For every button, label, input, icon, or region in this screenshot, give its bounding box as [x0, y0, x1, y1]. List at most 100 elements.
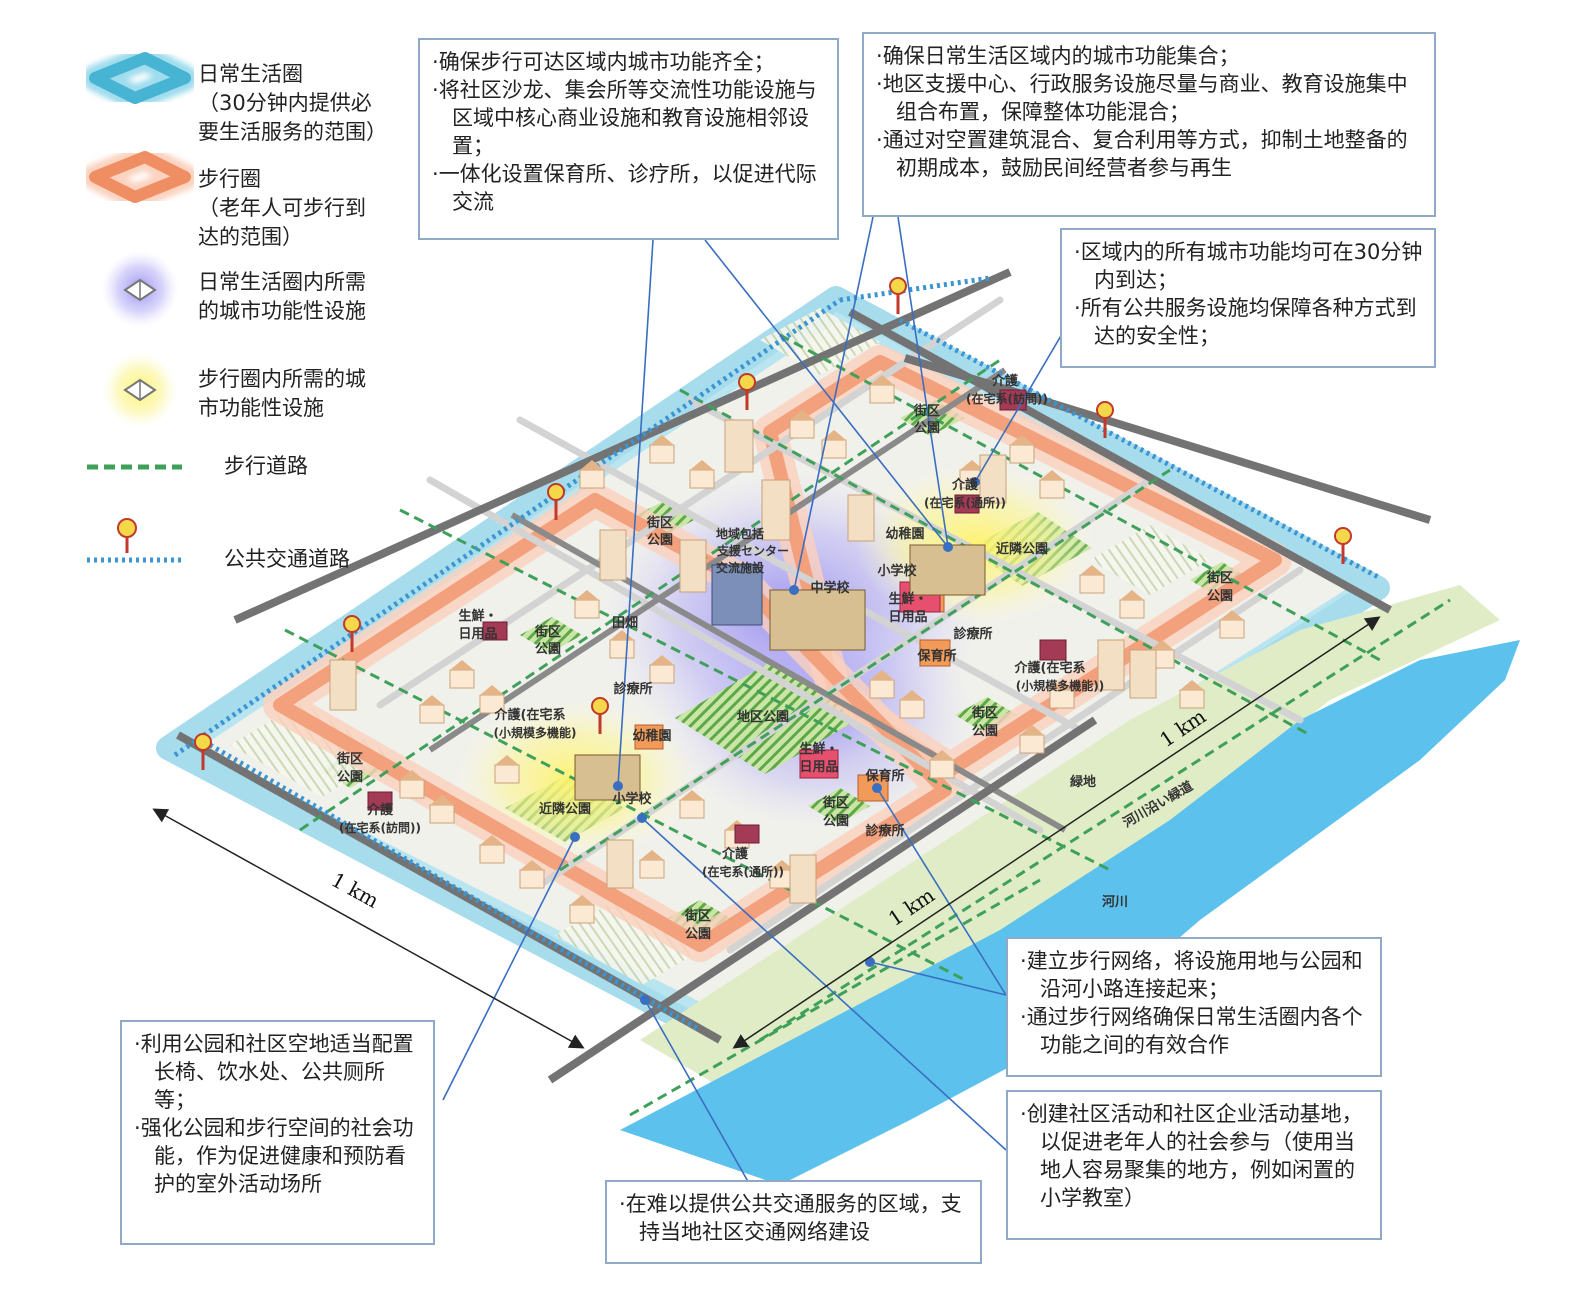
map-label: 保育所: [864, 768, 904, 784]
map-label: 地区公園: [737, 709, 789, 725]
map-label: 公園: [535, 641, 561, 657]
bus-stop-icon: [343, 615, 361, 652]
transit-road: [839, 275, 991, 303]
callout-community-activity: ·创建社区活动和社区企业活动基地，以促进老年人的社会参与（使用当地人容易聚集的地…: [1006, 1090, 1382, 1240]
farm-field: [1090, 525, 1210, 595]
callout-item: ·确保步行可达区域内城市功能齐全；: [432, 50, 775, 74]
legend-transit-road-symbol: [87, 518, 182, 563]
map-label: 中学校: [810, 580, 850, 596]
map-label: (在宅系(訪問)): [339, 820, 421, 835]
map-label: (小規模多機能): [494, 725, 577, 740]
legend-label-life-circle: 日常生活圈 （30分钟内提供必 要生活服务的范围）: [198, 62, 387, 144]
legend-label-transit-road: 公共交通道路: [224, 547, 350, 571]
bus-stop-icon: [547, 483, 565, 520]
callout-item: ·利用公园和社区空地适当配置长椅、饮水处、公共厕所等；: [134, 1032, 414, 1112]
leader-dot: [613, 781, 623, 791]
callout-30-minute-access: ·区域内的所有城市功能均可在30分钟内到达； ·所有公共服务设施均保障各种方式到…: [1060, 228, 1436, 368]
main-road: [428, 367, 1007, 753]
callout-item: ·强化公园和步行空间的社会功能，作为促进健康和预防看护的室外活动场所: [134, 1116, 414, 1196]
map-label: 生鮮・: [799, 741, 838, 757]
map-label: 街区: [913, 403, 940, 419]
leader-dot: [970, 477, 980, 487]
callout-item: ·通过对空置建筑混合、复合利用等方式，抑制土地整备的初期成本，鼓励民间经营者参与…: [876, 128, 1408, 180]
legend-walk-facility-symbol: [102, 352, 178, 428]
map-label: (在宅系(通所)): [924, 495, 1006, 510]
leader-dot: [640, 995, 650, 1005]
callout-item: ·一体化设置保育所、诊疗所，以促进代际交流: [432, 162, 817, 214]
callout-parks-open-space: ·利用公园和社区空地适当配置长椅、饮水处、公共厕所等； ·强化公园和步行空间的社…: [120, 1020, 435, 1245]
map-label: 幼稚園: [632, 728, 671, 744]
callout-item: ·在难以提供公共交通服务的区域，支持当地社区交通网络建设: [619, 1192, 962, 1244]
map-label: 小学校: [877, 563, 917, 579]
leader-dot: [789, 585, 799, 595]
callout-walk-circle-functions: ·确保步行可达区域内城市功能齐全； ·将社区沙龙、集会所等交流性功能设施与区域中…: [418, 38, 839, 240]
dimension-arrow-west: [152, 808, 585, 1049]
walking-road: [299, 358, 1001, 832]
map-label: 幼稚園: [885, 526, 924, 542]
map-label: 診療所: [613, 681, 652, 697]
map-label: 介護(在宅系: [1014, 660, 1086, 676]
bus-stop-icon: [194, 733, 212, 770]
map-label: 診療所: [953, 626, 992, 642]
legend-walk-circle-symbol: [82, 144, 198, 210]
map-label: 介護: [951, 477, 979, 493]
leader-dot: [872, 783, 882, 793]
bus-stop-icon: [1334, 527, 1352, 564]
dimension-label-west: 1 km: [327, 867, 383, 912]
bus-stop-icon: [889, 277, 907, 314]
map-label: 緑地: [1070, 774, 1096, 790]
transit-road: [173, 297, 842, 758]
map-label: 地域包括: [716, 526, 764, 541]
map-label: 介護: [991, 373, 1019, 389]
map-label: 田畑: [612, 616, 638, 631]
map-label: 河川: [1102, 894, 1128, 910]
bus-stop-icon: [738, 373, 756, 410]
callout-item: ·通过步行网络确保日常生活圈内各个功能之间的有效合作: [1020, 1005, 1363, 1057]
map-label: 街区: [822, 795, 849, 811]
map-label: (小規模多機能)): [1016, 678, 1104, 693]
trunk-road: [903, 354, 1432, 524]
map-label: 公園: [823, 813, 849, 829]
map-label: 街区: [336, 751, 363, 767]
map-label: 公園: [685, 926, 711, 942]
trunk-road: [848, 308, 1392, 614]
map-label: 日用品: [458, 627, 497, 642]
map-label: 公園: [914, 420, 940, 436]
map-label: 介護: [721, 846, 749, 862]
map-label: 生鮮・: [888, 591, 927, 607]
map-label: 日用品: [799, 760, 838, 775]
callout-walking-network: ·建立步行网络，将设施用地与公园和沿河小路连接起来； ·通过步行网络确保日常生活…: [1006, 937, 1382, 1077]
map-label: (在宅系(訪問)): [966, 391, 1048, 406]
callout-daily-life-functions: ·确保日常生活区域内的城市功能集合； ·地区支援中心、行政服务设施尽量与商业、教…: [862, 32, 1436, 217]
map-label: (在宅系(通所)): [702, 864, 784, 879]
legend-label-walk-road: 步行道路: [224, 454, 308, 478]
map-label: 介護(在宅系: [494, 707, 566, 723]
map-label: 公園: [1207, 588, 1233, 604]
map-label: 小学校: [612, 791, 652, 807]
leader-dot: [943, 542, 953, 552]
callout-item: ·创建社区活动和社区企业活动基地，以促进老年人的社会参与（使用当地人容易聚集的地…: [1020, 1102, 1363, 1210]
farm-field: [760, 308, 880, 375]
map-label: 支援センター: [716, 543, 789, 558]
map-label: 公園: [647, 532, 673, 548]
callout-item: ·地区支援中心、行政服务设施尽量与商业、教育设施集中组合布置，保障整体功能混合；: [876, 72, 1408, 124]
leader-dot: [570, 832, 580, 842]
map-label: 公園: [337, 769, 363, 785]
bus-stop-icon: [1096, 401, 1114, 438]
callout-item: ·建立步行网络，将设施用地与公园和沿河小路连接起来；: [1020, 949, 1363, 1001]
map-label: 街区: [684, 908, 711, 924]
map-label: 交流施設: [716, 560, 765, 575]
callout-item: ·确保日常生活区域内的城市功能集合；: [876, 44, 1240, 68]
map-label: 街区: [1206, 570, 1233, 586]
callout-item: ·区域内的所有城市功能均可在30分钟内到达；: [1074, 240, 1423, 292]
map-label: 日用品: [888, 610, 927, 625]
legend-label-life-facility: 日常生活圈内所需 的城市功能性设施: [198, 270, 366, 323]
map-label: 街区: [534, 624, 561, 640]
map-label: 近隣公園: [539, 801, 591, 817]
map-label: 公園: [972, 723, 998, 739]
legend-label-walk-facility: 步行圈内所需的城 市功能性设施: [198, 367, 366, 420]
callout-item: ·将社区沙龙、集会所等交流性功能设施与区域中核心商业设施和教育设施相邻设置；: [432, 78, 817, 158]
block-park: [520, 617, 582, 653]
map-label: 保育所: [916, 648, 956, 664]
